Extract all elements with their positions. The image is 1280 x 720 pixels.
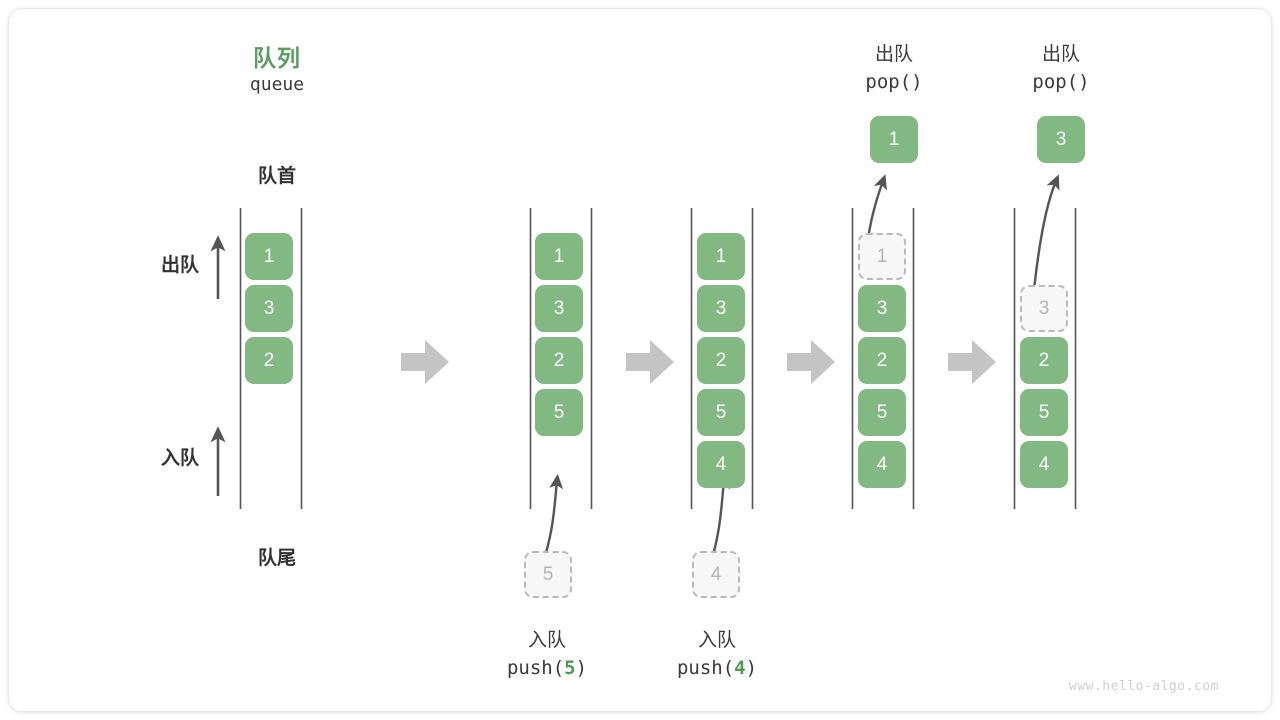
step-separator-arrow-2 <box>626 340 674 384</box>
queue-cell-ghost: 3 <box>1020 285 1068 332</box>
popped-cell: 3 <box>1037 116 1085 163</box>
queue-cell: 1 <box>245 233 293 280</box>
queue-cell: 2 <box>245 337 293 384</box>
queue-cell: 1 <box>535 233 583 280</box>
pop-header-cn: 出队 <box>1041 44 1080 65</box>
queue-cell: 2 <box>858 337 906 384</box>
step-separator-arrow-4 <box>948 340 996 384</box>
popped-cell: 1 <box>870 116 918 163</box>
diagram-card: 队列 queue 队首 队尾 出队 入队 1 3 2 1 3 2 5 5 入队 … <box>8 8 1272 712</box>
queue-cell: 5 <box>697 389 745 436</box>
queue-cell: 3 <box>858 285 906 332</box>
incoming-ghost-cell: 5 <box>524 551 572 598</box>
pop-header-cn: 出队 <box>874 44 913 65</box>
push-caption-code-num: 4 <box>734 657 746 679</box>
queue-cell: 4 <box>697 441 745 488</box>
enqueue-direction-label: 入队 <box>160 448 199 469</box>
queue-head-label: 队首 <box>257 166 296 187</box>
push-caption-code-num: 5 <box>564 657 576 679</box>
queue-cell: 2 <box>1020 337 1068 384</box>
push-caption-code: push(5) <box>467 657 627 679</box>
pop-header-code: pop() <box>865 71 923 93</box>
incoming-ghost-cell: 4 <box>692 551 740 598</box>
push-caption-cn: 入队 <box>527 630 566 651</box>
figure-title-cn: 队列 <box>253 45 301 71</box>
dequeue-direction-label: 出队 <box>160 255 199 276</box>
queue-cell: 3 <box>697 285 745 332</box>
pop-header-code: pop() <box>1032 71 1090 93</box>
queue-cell: 3 <box>535 285 583 332</box>
step-separator-arrow-1 <box>401 340 449 384</box>
queue-cell: 3 <box>245 285 293 332</box>
queue-cell: 4 <box>858 441 906 488</box>
queue-cell: 5 <box>858 389 906 436</box>
queue-cell: 2 <box>535 337 583 384</box>
queue-cell: 1 <box>697 233 745 280</box>
queue-tail-label: 队尾 <box>257 548 296 569</box>
queue-cell: 5 <box>535 389 583 436</box>
push-caption-code-prefix: push( <box>506 657 565 679</box>
step-separator-arrow-3 <box>787 340 835 384</box>
queue-cell: 2 <box>697 337 745 384</box>
queue-cell-ghost: 1 <box>858 233 906 280</box>
push-caption-code-suffix: ) <box>575 657 588 679</box>
queue-cell: 5 <box>1020 389 1068 436</box>
push-caption-code-suffix: ) <box>745 657 758 679</box>
figure-title-code: queue <box>249 74 305 95</box>
push-caption-code-prefix: push( <box>676 657 735 679</box>
diagram-overlay <box>210 174 1077 567</box>
push-caption-cn: 入队 <box>697 630 736 651</box>
push-caption-code: push(4) <box>637 657 797 679</box>
watermark: www.hello-algo.com <box>1069 679 1219 694</box>
queue-cell: 4 <box>1020 441 1068 488</box>
